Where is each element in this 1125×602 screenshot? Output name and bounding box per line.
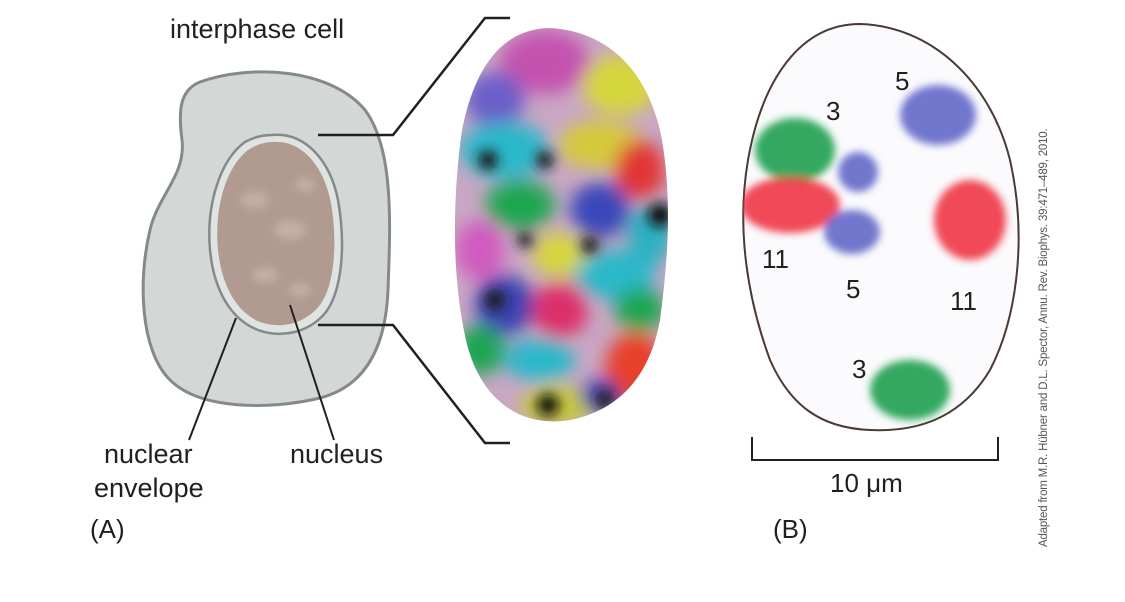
territory-5-blue-center-lower	[824, 210, 880, 254]
nucleus-pointer	[289, 304, 335, 441]
label-5-top: 5	[895, 66, 909, 96]
territory-5-blue-right	[900, 85, 976, 145]
chromosome-territory-image	[454, 28, 668, 422]
label-5-bottom: 5	[846, 274, 860, 304]
nucleus-label: nucleus	[290, 439, 383, 469]
scale-bar	[751, 437, 999, 461]
scale-bar-label: 10 μm	[830, 468, 903, 498]
panel-b-letter: (B)	[773, 514, 808, 544]
nuclear-envelope-pointer	[188, 317, 237, 441]
territory-3-green-bottom	[870, 360, 950, 420]
label-3-bottom: 3	[852, 354, 866, 384]
label-11-right: 11	[950, 286, 977, 316]
territory-3-green-top	[755, 118, 835, 182]
panel-a-title: interphase cell	[170, 14, 344, 44]
panel-a: interphase cell nuclear envelope nucleus…	[90, 14, 510, 544]
label-11-left: 11	[762, 244, 789, 274]
nuclear-envelope-label-line1: nuclear	[104, 439, 193, 469]
nuclear-envelope-label-line2: envelope	[94, 473, 204, 503]
territory-11-red-left	[743, 177, 840, 233]
label-3-top: 3	[826, 96, 840, 126]
panel-b: 3 5 11 5 11 3 10 μm (B)	[742, 22, 1020, 544]
image-credit: Adapted from M.R. Hübner and D.L. Specto…	[1038, 128, 1050, 547]
territory-11-red-right	[934, 180, 1006, 260]
zoom-bracket	[318, 16, 510, 445]
territory-5-blue-center-upper	[838, 152, 878, 192]
panel-a-letter: (A)	[90, 514, 125, 544]
